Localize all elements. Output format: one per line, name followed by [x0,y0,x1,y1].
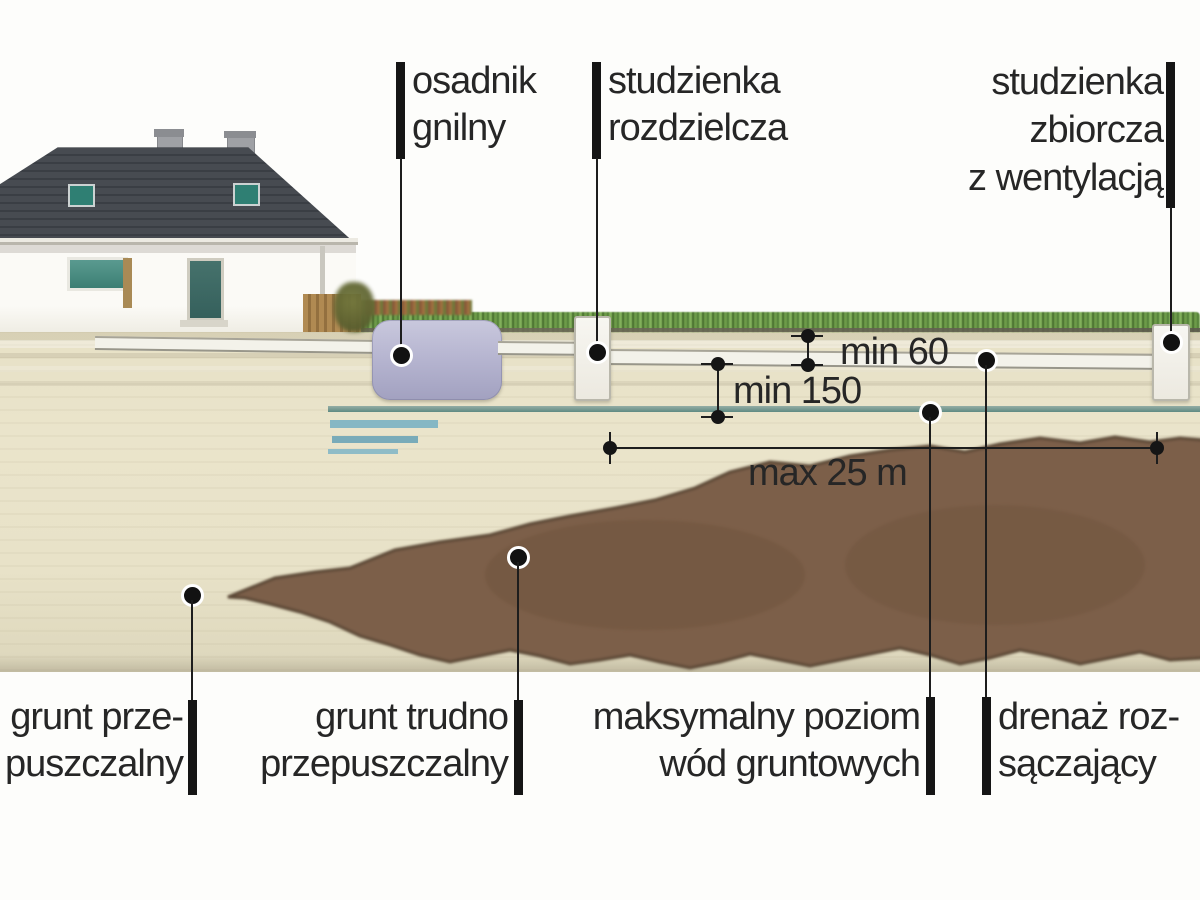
callout-bar-distribution-well [592,62,601,159]
low-permeable-soil-lens [227,435,1200,670]
ground-bottom-edge [0,654,1200,672]
chimney-cap [224,131,256,138]
callout-dot-septic-tank [390,344,413,367]
callout-bar-collection-well [1166,62,1175,208]
door-step [180,320,228,327]
callout-bar-low-permeable-soil [514,700,523,795]
callout-leader-collection-well [1170,207,1172,342]
gutter-downspout [320,246,325,330]
house-window [67,257,128,291]
dim-max25-marker-left [603,441,617,455]
dim-min60-marker-top [801,329,815,343]
house-wall [0,245,356,332]
house-door [187,258,224,321]
roof-window [233,183,260,206]
callout-bar-max-groundwater [926,697,935,795]
label-drainage: drenaż roz- sączający [998,696,1180,785]
dim-max25-text: max 25 m [748,452,908,494]
callout-bar-drainage [982,697,991,795]
water-hatch-line [332,436,418,443]
callout-leader-distribution-well [596,158,598,352]
callout-leader-drainage [985,365,987,697]
callout-bar-permeable-soil [188,700,197,795]
callout-dot-distribution-well [586,341,609,364]
shrub [334,282,374,332]
label-permeable-soil: grunt prze- puszczalny [5,696,184,785]
dim-min60-line [807,333,809,367]
house-eave-shadow [0,245,356,253]
dim-min150-marker-top [711,357,725,371]
pipe-tank-to-well [497,341,579,356]
dim-max25-line [608,447,1158,449]
callout-leader-septic-tank [400,158,402,356]
dim-min150-marker-bottom [711,410,725,424]
label-distribution-well: studzienka rozdzielcza [608,60,788,149]
chimney-cap [154,129,184,137]
dim-max25-marker-right [1150,441,1164,455]
grass-strip [354,312,1200,332]
groundwater-level-line [328,406,1200,412]
label-max-groundwater: maksymalny poziom wód gruntowych [592,696,921,785]
dim-min60-text: min 60 [840,331,949,373]
label-septic-tank: osadnik gnilny [412,60,537,149]
callout-leader-max-groundwater [929,417,931,697]
dim-min150-line [717,360,719,418]
dim-min60-marker-bottom [801,358,815,372]
callout-leader-low-permeable-soil [517,562,519,700]
roof-gutter [0,238,358,245]
label-low-permeable-soil: grunt trudno przepuszczalny [260,696,509,785]
water-hatch-line [330,420,438,428]
house-roof [0,147,355,243]
dim-min150-text: min 150 [733,370,862,412]
callout-leader-permeable-soil [191,600,193,700]
water-hatch-line [328,449,398,454]
callout-dot-collection-well [1160,331,1183,354]
roof-window [68,184,95,207]
label-collection-well: studzienka zbiorcza z wentylacją [968,61,1164,199]
callout-bar-septic-tank [396,62,405,159]
window-shutter [123,258,132,308]
